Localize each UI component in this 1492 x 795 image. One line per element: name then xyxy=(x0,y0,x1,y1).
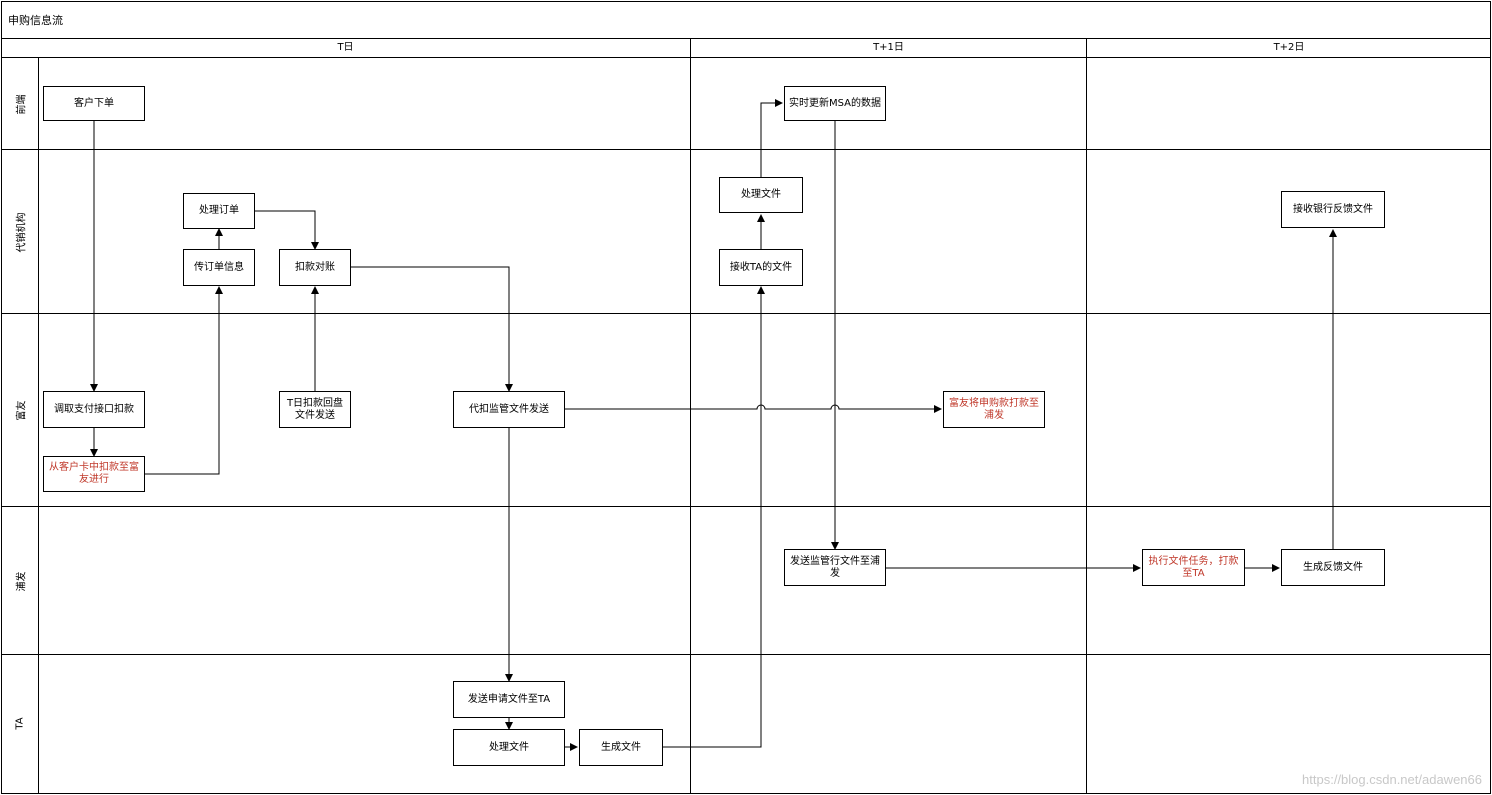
process-order-node: 处理订单 xyxy=(183,193,255,229)
diagram-title: 申购信息流 xyxy=(8,14,63,27)
deduction-reconcile-node: 扣款对账 xyxy=(279,249,351,286)
edge-deduct-to-sendorder xyxy=(145,286,223,475)
edge-process-to-reconcile xyxy=(255,210,319,250)
send-order-info-node: 传订单信息 xyxy=(183,249,255,286)
agency-process-file-node: 处理文件 xyxy=(719,177,803,213)
receive-ta-file-node: 接收TA的文件 xyxy=(719,249,803,286)
ta-process-file-node: 处理文件 xyxy=(453,729,565,766)
lane-divider-2 xyxy=(1,313,1491,314)
generate-feedback-node: 生成反馈文件 xyxy=(1281,549,1385,586)
watermark-text: https://blog.csdn.net/adawen66 xyxy=(1302,772,1482,787)
execute-file-task-node: 执行文件任务，打款至TA xyxy=(1142,549,1245,586)
column-header-t: T日 xyxy=(337,42,354,53)
edge-generate-to-receive xyxy=(663,286,765,748)
send-application-to-ta-node: 发送申请文件至TA xyxy=(453,681,565,718)
column-divider-2 xyxy=(1086,38,1087,794)
ta-generate-file-node: 生成文件 xyxy=(579,729,663,766)
update-msa-node: 实时更新MSA的数据 xyxy=(784,86,886,121)
t-day-return-file-node: T日扣款回盘文件发送 xyxy=(279,391,351,428)
customer-order-node: 客户下单 xyxy=(43,86,145,121)
supervision-file-send-node: 代扣监管文件发送 xyxy=(453,391,565,428)
lane-divider-3 xyxy=(1,506,1491,507)
receive-bank-feedback-node: 接收银行反馈文件 xyxy=(1281,191,1385,228)
header-divider xyxy=(1,57,1491,58)
lane-divider-4 xyxy=(1,654,1491,655)
column-header-t1: T+1日 xyxy=(873,42,904,53)
edge-supervise-to-transfer xyxy=(565,404,942,413)
edge-reconcile-to-supervise xyxy=(351,266,513,392)
column-header-t2: T+2日 xyxy=(1273,42,1305,53)
title-divider xyxy=(1,38,1491,39)
deduct-from-card-node: 从客户卡中扣款至富友进行 xyxy=(43,456,145,492)
lane-label-divider xyxy=(38,57,39,794)
fuyou-transfer-node: 富友将申购款打款至浦发 xyxy=(943,391,1045,428)
send-supervision-to-spdb-node: 发送监管行文件至浦发 xyxy=(784,549,886,586)
lane-divider-1 xyxy=(1,149,1491,150)
edge-processfile2-to-msa xyxy=(760,99,783,177)
call-payment-api-node: 调取支付接口扣款 xyxy=(43,391,145,428)
column-divider-1 xyxy=(690,38,691,794)
